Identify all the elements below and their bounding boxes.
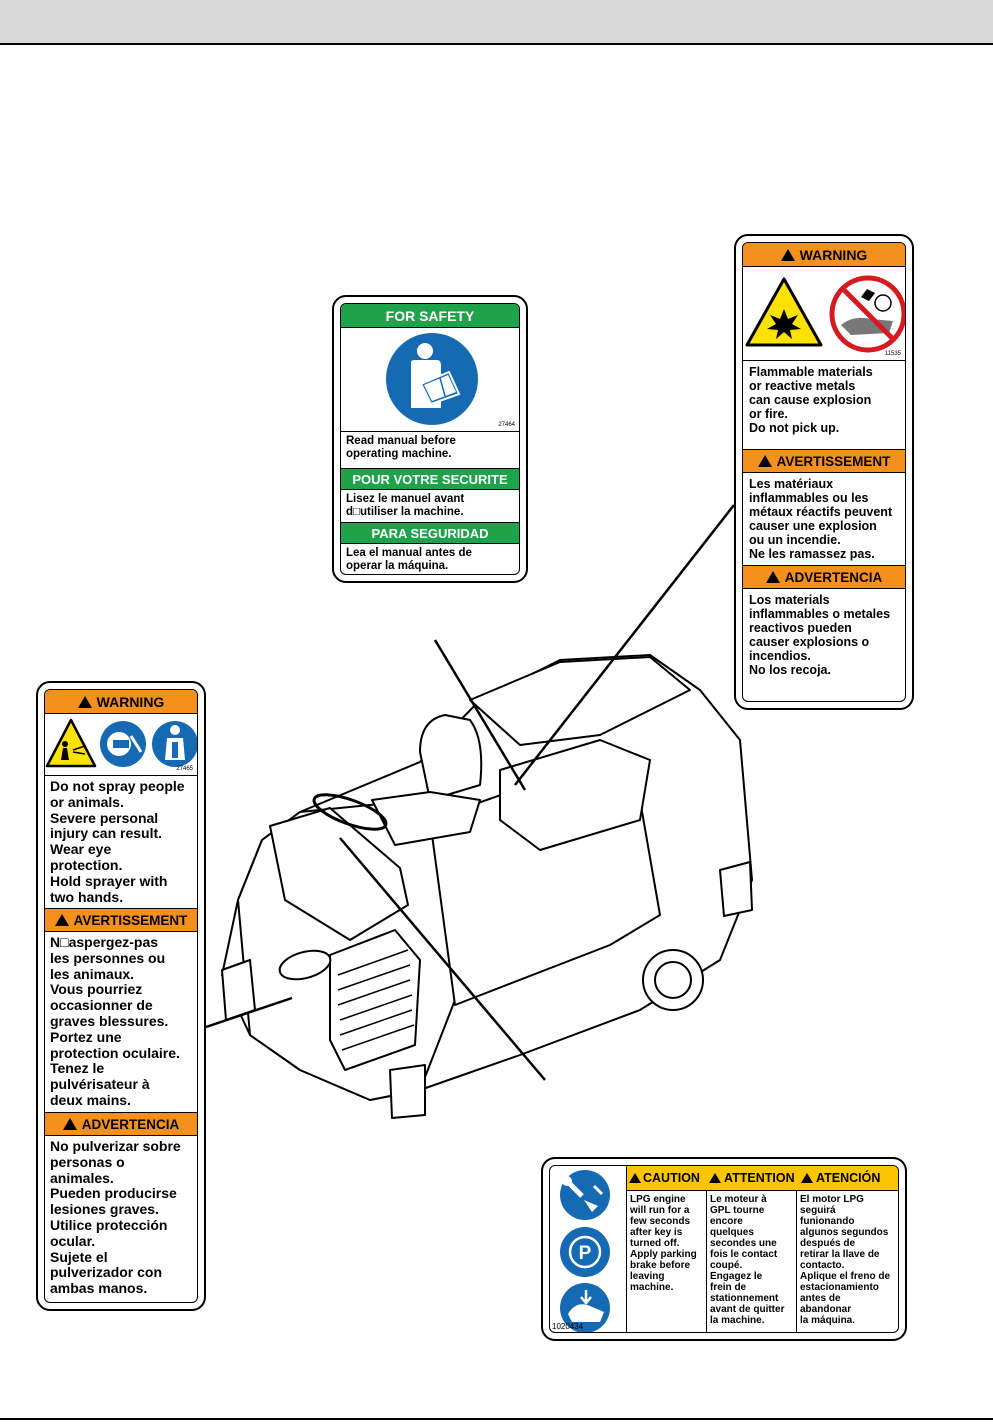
steering-wheel — [312, 793, 388, 831]
safety-part-number: 27464 — [498, 422, 515, 428]
flammable-header-en-label: WARNING — [799, 246, 868, 263]
page-footer-rule — [0, 1418, 993, 1420]
leader-safety-decal — [433, 639, 527, 791]
sprayer-warning-decal: WARNING — [36, 681, 206, 1311]
lpg-caution-decal: P 1020434 CAUTION ATTENTION ATENCIÓN LPG… — [541, 1157, 907, 1341]
no-pickup-icon — [829, 275, 905, 353]
caution-triangle-icon — [629, 1173, 641, 1183]
lpg-text-es: El motor LPG seguirá funionando algunos … — [800, 1194, 891, 1326]
warning-triangle-icon — [780, 248, 795, 261]
lpg-header-row: CAUTION ATTENTION ATENCIÓN — [627, 1166, 898, 1191]
key-off-icon — [560, 1170, 610, 1220]
flammable-header-en: WARNING — [743, 243, 905, 267]
caution-triangle-icon — [801, 1173, 813, 1183]
read-manual-icon — [386, 333, 478, 425]
lpg-header-es: ATENCIÓN — [797, 1166, 898, 1190]
warning-triangle-icon — [77, 695, 92, 708]
sprayer-header-en-label: WARNING — [96, 693, 165, 710]
safety-header-es: PARA SEGURIDAD — [341, 522, 519, 544]
front-grille-lines — [337, 949, 415, 1051]
flammable-header-fr-label: AVERTISSEMENT — [776, 453, 891, 469]
warning-triangle-icon — [765, 571, 780, 583]
flammable-part-number: 11535 — [884, 351, 901, 357]
warning-triangle-icon — [757, 455, 772, 467]
sprayer-text-en: Do not spray people or animals. Severe p… — [50, 778, 185, 905]
svg-text:P: P — [579, 1243, 592, 1264]
leader-flammable-decal — [514, 504, 735, 786]
flammable-header-fr: AVERTISSEMENT — [743, 449, 905, 473]
sprayer-text-es: No pulverizar sobre personas o animales.… — [50, 1138, 181, 1297]
sprayer-header-es-label: ADVERTENCIA — [81, 1116, 180, 1132]
explosion-icon — [745, 277, 823, 347]
no-spray-people-icon — [45, 718, 97, 768]
sprayer-pictograms: 27465 — [45, 714, 197, 776]
lpg-text-en: LPG engine will run for a few seconds af… — [627, 1191, 707, 1332]
caution-triangle-icon — [709, 1173, 721, 1183]
lpg-part-number: 1020434 — [552, 1322, 584, 1331]
flammable-pictograms: 11535 — [743, 267, 905, 361]
flammable-text-es: Los materials inflammables o metales rea… — [749, 593, 891, 677]
flammable-header-es: ADVERTENCIA — [743, 565, 905, 589]
flammable-header-es-label: ADVERTENCIA — [784, 569, 883, 585]
lpg-header-fr-label: ATTENTION — [724, 1171, 795, 1185]
sweeper-machine — [221, 654, 753, 1119]
leader-lpg-decal — [339, 837, 546, 1081]
parking-brake-icon: P — [560, 1227, 610, 1277]
sprayer-text-fr: N□aspergez-pas les personnes ou les anim… — [50, 934, 180, 1108]
safety-header-fr: POUR VOTRE SECURITE — [341, 468, 519, 490]
eye-protection-icon — [100, 721, 146, 767]
safety-header-en: FOR SAFETY — [341, 304, 519, 328]
sprayer-header-es: ADVERTENCIA — [45, 1112, 197, 1136]
safety-decal: FOR SAFETY 27464 Read manual before oper… — [332, 295, 528, 583]
brake-pedal-icon — [560, 1283, 610, 1332]
page-header-bar — [0, 0, 993, 45]
leader-sprayer-decal — [205, 996, 293, 1029]
lpg-header-fr: ATTENTION — [707, 1166, 797, 1190]
safety-text-es: Lea el manual antes de operar la máquina… — [346, 547, 472, 572]
flammable-text-en: Flammable materials or reactive metals c… — [749, 365, 873, 435]
warning-triangle-icon — [62, 1118, 77, 1130]
lpg-header-es-label: ATENCIÓN — [816, 1171, 881, 1185]
front-emblem — [278, 949, 332, 981]
sprayer-header-en: WARNING — [45, 690, 197, 714]
lpg-pictograms: P 1020434 — [550, 1166, 627, 1332]
leader-lines — [205, 504, 735, 1081]
flammable-warning-decal: WARNING 11535 Flammable materials or rea… — [734, 234, 914, 710]
lpg-header-en: CAUTION — [627, 1166, 707, 1190]
sprayer-header-fr: AVERTISSEMENT — [45, 908, 197, 932]
lpg-header-en-label: CAUTION — [643, 1171, 700, 1185]
safety-pictogram: 27464 — [341, 328, 519, 432]
sprayer-header-fr-label: AVERTISSEMENT — [73, 912, 188, 928]
safety-text-fr: Lisez le manuel avant d□utiliser la mach… — [346, 493, 465, 518]
safety-text-en: Read manual before operating machine. — [346, 435, 456, 460]
lpg-text-fr: Le moteur à GPL tourne encore quelques s… — [707, 1191, 797, 1332]
warning-triangle-icon — [54, 914, 69, 926]
flammable-text-fr: Les matériaux inflammables ou les métaux… — [749, 477, 893, 561]
sprayer-part-number: 27465 — [176, 766, 193, 772]
two-hands-icon — [152, 721, 197, 767]
